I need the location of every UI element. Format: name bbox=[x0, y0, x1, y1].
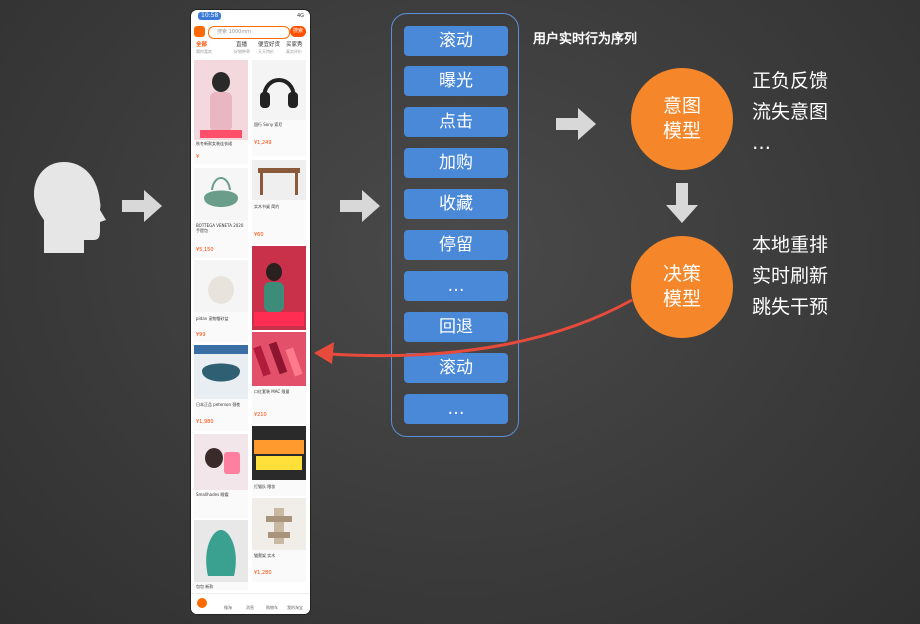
product-card[interactable]: Smallhades 眼霜 bbox=[194, 434, 248, 518]
search-input[interactable]: 搜索 1000mm bbox=[208, 26, 290, 39]
product-card[interactable]: pidan 宠物猫砂盆 ¥99 bbox=[194, 260, 248, 342]
product-title: 打猫队 眼妆 bbox=[254, 484, 276, 489]
product-image bbox=[194, 260, 248, 312]
intent-model-label-line2: 模型 bbox=[662, 120, 701, 142]
decision-output: 跳失干预 bbox=[752, 296, 829, 318]
sequence-item: 曝光 bbox=[404, 66, 508, 96]
tab-all-sub: 猜你喜欢 bbox=[196, 49, 212, 54]
product-card[interactable] bbox=[252, 246, 306, 330]
phone-screenshot: 10:58 4G 搜索 1000mm 搜索 全部 猜你喜欢 直播 好物种草 便宜… bbox=[191, 10, 310, 614]
product-price: ¥ bbox=[196, 154, 200, 160]
sequence-item: 滚动 bbox=[404, 353, 508, 383]
decision-model-outputs: 本地重排 实时刷新 跳失干预 bbox=[752, 230, 828, 323]
product-title: 口红套装 MAC 限量 bbox=[254, 389, 290, 394]
nav-cart[interactable]: 购物车 bbox=[266, 605, 278, 610]
intent-model-outputs: 正负反馈 流失意图 … bbox=[752, 66, 828, 159]
product-price: ¥60 bbox=[254, 232, 264, 238]
sequence-item: … bbox=[404, 394, 508, 424]
product-title: BOTTEGA VENETA 2020 手提包 bbox=[196, 223, 244, 233]
sequence-item: … bbox=[404, 271, 508, 301]
product-card[interactable]: 打猫队 眼妆 bbox=[252, 426, 306, 496]
status-time: 10:58 bbox=[198, 12, 222, 20]
user-head-icon bbox=[34, 162, 106, 253]
sequence-item: 点击 bbox=[404, 107, 508, 137]
arrow-right-icon bbox=[556, 108, 596, 140]
product-image bbox=[194, 168, 248, 220]
app-logo-icon bbox=[194, 26, 205, 37]
product-image bbox=[194, 345, 248, 399]
tab-live[interactable]: 直播 bbox=[236, 42, 248, 48]
sequence-item: 滚动 bbox=[404, 26, 508, 56]
sequence-item: 收藏 bbox=[404, 189, 508, 219]
behavior-sequence-container bbox=[391, 13, 519, 437]
product-card[interactable]: BOTTEGA VENETA 2020 手提包 ¥5,150 bbox=[194, 168, 248, 258]
decision-output: 本地重排 bbox=[752, 234, 829, 256]
product-price: ¥1,280 bbox=[254, 570, 272, 576]
intent-output: … bbox=[752, 132, 771, 154]
nav-my-taobao[interactable]: 我的淘宝 bbox=[287, 605, 303, 610]
product-card[interactable]: 猫爬架 实木 ¥1,280 bbox=[252, 498, 306, 582]
tab-live-sub: 好物种草 bbox=[234, 49, 250, 54]
product-image bbox=[252, 246, 306, 330]
category-tabs: 全部 猜你喜欢 直播 好物种草 便宜好货 天天特价 买家秀 真实评价 bbox=[194, 41, 307, 57]
product-image bbox=[194, 434, 248, 490]
arrow-right-icon bbox=[340, 190, 380, 222]
product-image bbox=[252, 498, 306, 550]
product-image bbox=[194, 520, 248, 582]
product-price: ¥1,980 bbox=[196, 419, 214, 425]
search-row: 搜索 1000mm 搜索 bbox=[194, 25, 307, 39]
product-image bbox=[252, 426, 306, 480]
nav-weitao[interactable]: 微淘 bbox=[224, 605, 232, 610]
decision-model-node: 决策 模型 bbox=[631, 236, 733, 338]
sequence-item: 停留 bbox=[404, 230, 508, 260]
product-title: Smallhades 眼霜 bbox=[196, 492, 229, 497]
tab-buyer-show-sub: 真实评价 bbox=[286, 49, 302, 54]
decision-output: 实时刷新 bbox=[752, 265, 829, 287]
sequence-item: 回退 bbox=[404, 312, 508, 342]
search-button[interactable]: 搜索 bbox=[290, 26, 306, 37]
product-image bbox=[252, 160, 306, 200]
tab-cheap[interactable]: 便宜好货 bbox=[258, 42, 281, 48]
product-card[interactable]: 秋冬新款女装连衣裙 ¥ bbox=[194, 60, 248, 164]
status-signal: 4G bbox=[296, 13, 304, 19]
product-card[interactable]: 国行 Sony 索尼 ¥1,249 bbox=[252, 60, 306, 156]
intent-output: 流失意图 bbox=[752, 101, 829, 123]
product-card[interactable]: 日本正品 peterson 颈枕 ¥1,980 bbox=[194, 345, 248, 431]
product-card[interactable]: 口红套装 MAC 限量 ¥210 bbox=[252, 332, 306, 424]
product-title: 包包 新款 bbox=[196, 584, 214, 589]
product-image bbox=[194, 60, 248, 140]
tab-all[interactable]: 全部 bbox=[196, 42, 208, 48]
intent-output: 正负反馈 bbox=[752, 70, 829, 92]
product-title: 实木书桌 简约 bbox=[254, 204, 280, 209]
product-title: pidan 宠物猫砂盆 bbox=[196, 316, 229, 321]
sequence-title: 用户实时行为序列 bbox=[533, 32, 638, 47]
product-card[interactable]: 包包 新款 bbox=[194, 520, 248, 590]
intent-model-node: 意图 模型 bbox=[631, 68, 733, 170]
status-bar: 10:58 4G bbox=[191, 10, 310, 22]
arrow-down-icon bbox=[666, 183, 698, 223]
bottom-nav: 微淘 消息 购物车 我的淘宝 bbox=[191, 593, 310, 614]
product-price: ¥210 bbox=[254, 412, 267, 418]
search-placeholder: 搜索 1000mm bbox=[217, 29, 252, 35]
intent-model-label-line1: 意图 bbox=[662, 95, 701, 117]
product-title: 国行 Sony 索尼 bbox=[254, 122, 283, 127]
arrow-right-icon bbox=[122, 190, 162, 222]
nav-messages[interactable]: 消息 bbox=[246, 605, 254, 610]
product-title: 秋冬新款女装连衣裙 bbox=[196, 141, 232, 146]
product-title: 日本正品 peterson 颈枕 bbox=[196, 402, 241, 407]
decision-model-label-line1: 决策 bbox=[662, 263, 701, 285]
product-price: ¥5,150 bbox=[196, 247, 214, 253]
product-image bbox=[252, 332, 306, 386]
product-card[interactable]: 实木书桌 简约 ¥60 bbox=[252, 160, 306, 244]
product-title: 猫爬架 实木 bbox=[254, 553, 276, 558]
product-image bbox=[252, 60, 306, 120]
tab-cheap-sub: 天天特价 bbox=[258, 49, 274, 54]
product-price: ¥99 bbox=[196, 332, 206, 338]
tab-buyer-show[interactable]: 买家秀 bbox=[286, 42, 303, 48]
sequence-item: 加购 bbox=[404, 148, 508, 178]
product-price: ¥1,249 bbox=[254, 140, 272, 146]
home-icon[interactable] bbox=[197, 598, 207, 608]
decision-model-label-line2: 模型 bbox=[662, 288, 701, 310]
